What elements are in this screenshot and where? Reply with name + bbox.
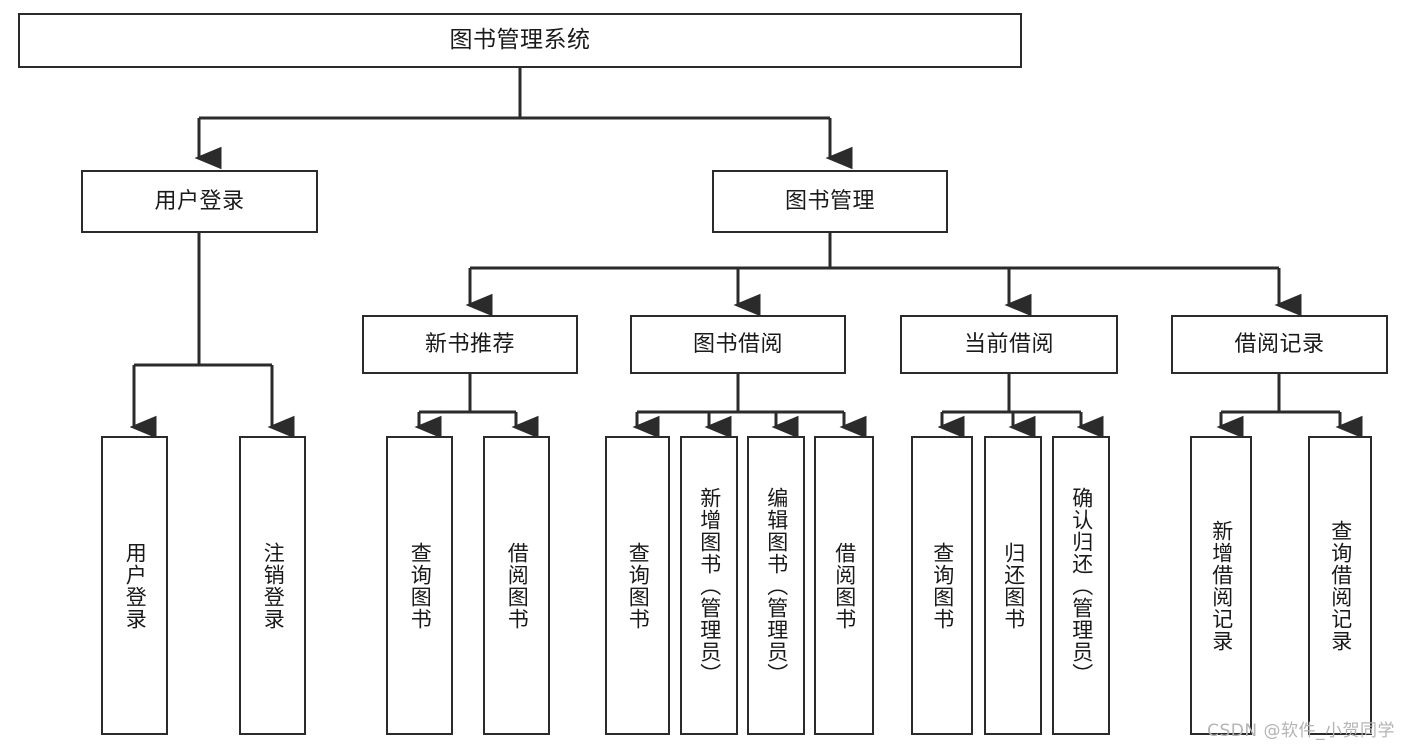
node-label: 归还图书	[1001, 541, 1026, 630]
node-label: 新增借阅记录	[1209, 519, 1234, 652]
node-label: 注销登录	[261, 541, 286, 630]
node-current-borrowing[interactable]: 当前借阅	[900, 315, 1118, 374]
node-label: 用户登录	[123, 541, 148, 630]
node-label: 图书借阅	[692, 331, 783, 357]
node-label: 查询图书	[930, 541, 955, 630]
node-label: 确认归还（管理员）	[1069, 486, 1094, 685]
node-new-book-recommendation[interactable]: 新书推荐	[362, 315, 578, 374]
node-label: 借阅图书	[832, 541, 857, 630]
leaf-user-login[interactable]: 用户登录	[101, 436, 168, 735]
node-label: 借阅记录	[1234, 331, 1325, 357]
leaf-return-book[interactable]: 归还图书	[984, 436, 1042, 735]
node-label: 查询图书	[408, 541, 433, 630]
leaf-edit-book-admin[interactable]: 编辑图书（管理员）	[747, 436, 805, 735]
leaf-borrow-book[interactable]: 借阅图书	[814, 436, 874, 735]
leaf-query-borrow-record[interactable]: 查询借阅记录	[1308, 436, 1372, 735]
node-user-login[interactable]: 用户登录	[81, 170, 318, 233]
node-label: 图书管理系统	[449, 26, 591, 53]
node-root-system[interactable]: 图书管理系统	[18, 13, 1022, 68]
node-label: 编辑图书（管理员）	[764, 486, 789, 685]
node-label: 新书推荐	[424, 331, 515, 357]
node-label: 借阅图书	[505, 541, 530, 630]
leaf-query-books-borrowing[interactable]: 查询图书	[605, 436, 670, 735]
node-label: 图书管理	[784, 188, 875, 214]
node-label: 用户登录	[154, 188, 245, 214]
leaf-borrow-books-recommend[interactable]: 借阅图书	[483, 436, 550, 735]
leaf-logout[interactable]: 注销登录	[239, 436, 306, 735]
leaf-add-borrow-record[interactable]: 新增借阅记录	[1190, 436, 1252, 735]
node-label: 查询图书	[626, 541, 651, 630]
watermark: CSDN @软件_小贺同学	[1207, 721, 1395, 741]
node-label: 当前借阅	[963, 331, 1054, 357]
leaf-query-books-current[interactable]: 查询图书	[911, 436, 973, 735]
node-borrow-records[interactable]: 借阅记录	[1171, 315, 1388, 374]
leaf-confirm-return-admin[interactable]: 确认归还（管理员）	[1052, 436, 1110, 735]
leaf-add-book-admin[interactable]: 新增图书（管理员）	[680, 436, 738, 735]
node-label: 查询借阅记录	[1328, 519, 1353, 652]
node-book-borrowing[interactable]: 图书借阅	[630, 315, 846, 374]
node-book-management[interactable]: 图书管理	[712, 170, 948, 233]
node-label: 新增图书（管理员）	[697, 486, 722, 685]
leaf-query-books-recommend[interactable]: 查询图书	[386, 436, 453, 735]
